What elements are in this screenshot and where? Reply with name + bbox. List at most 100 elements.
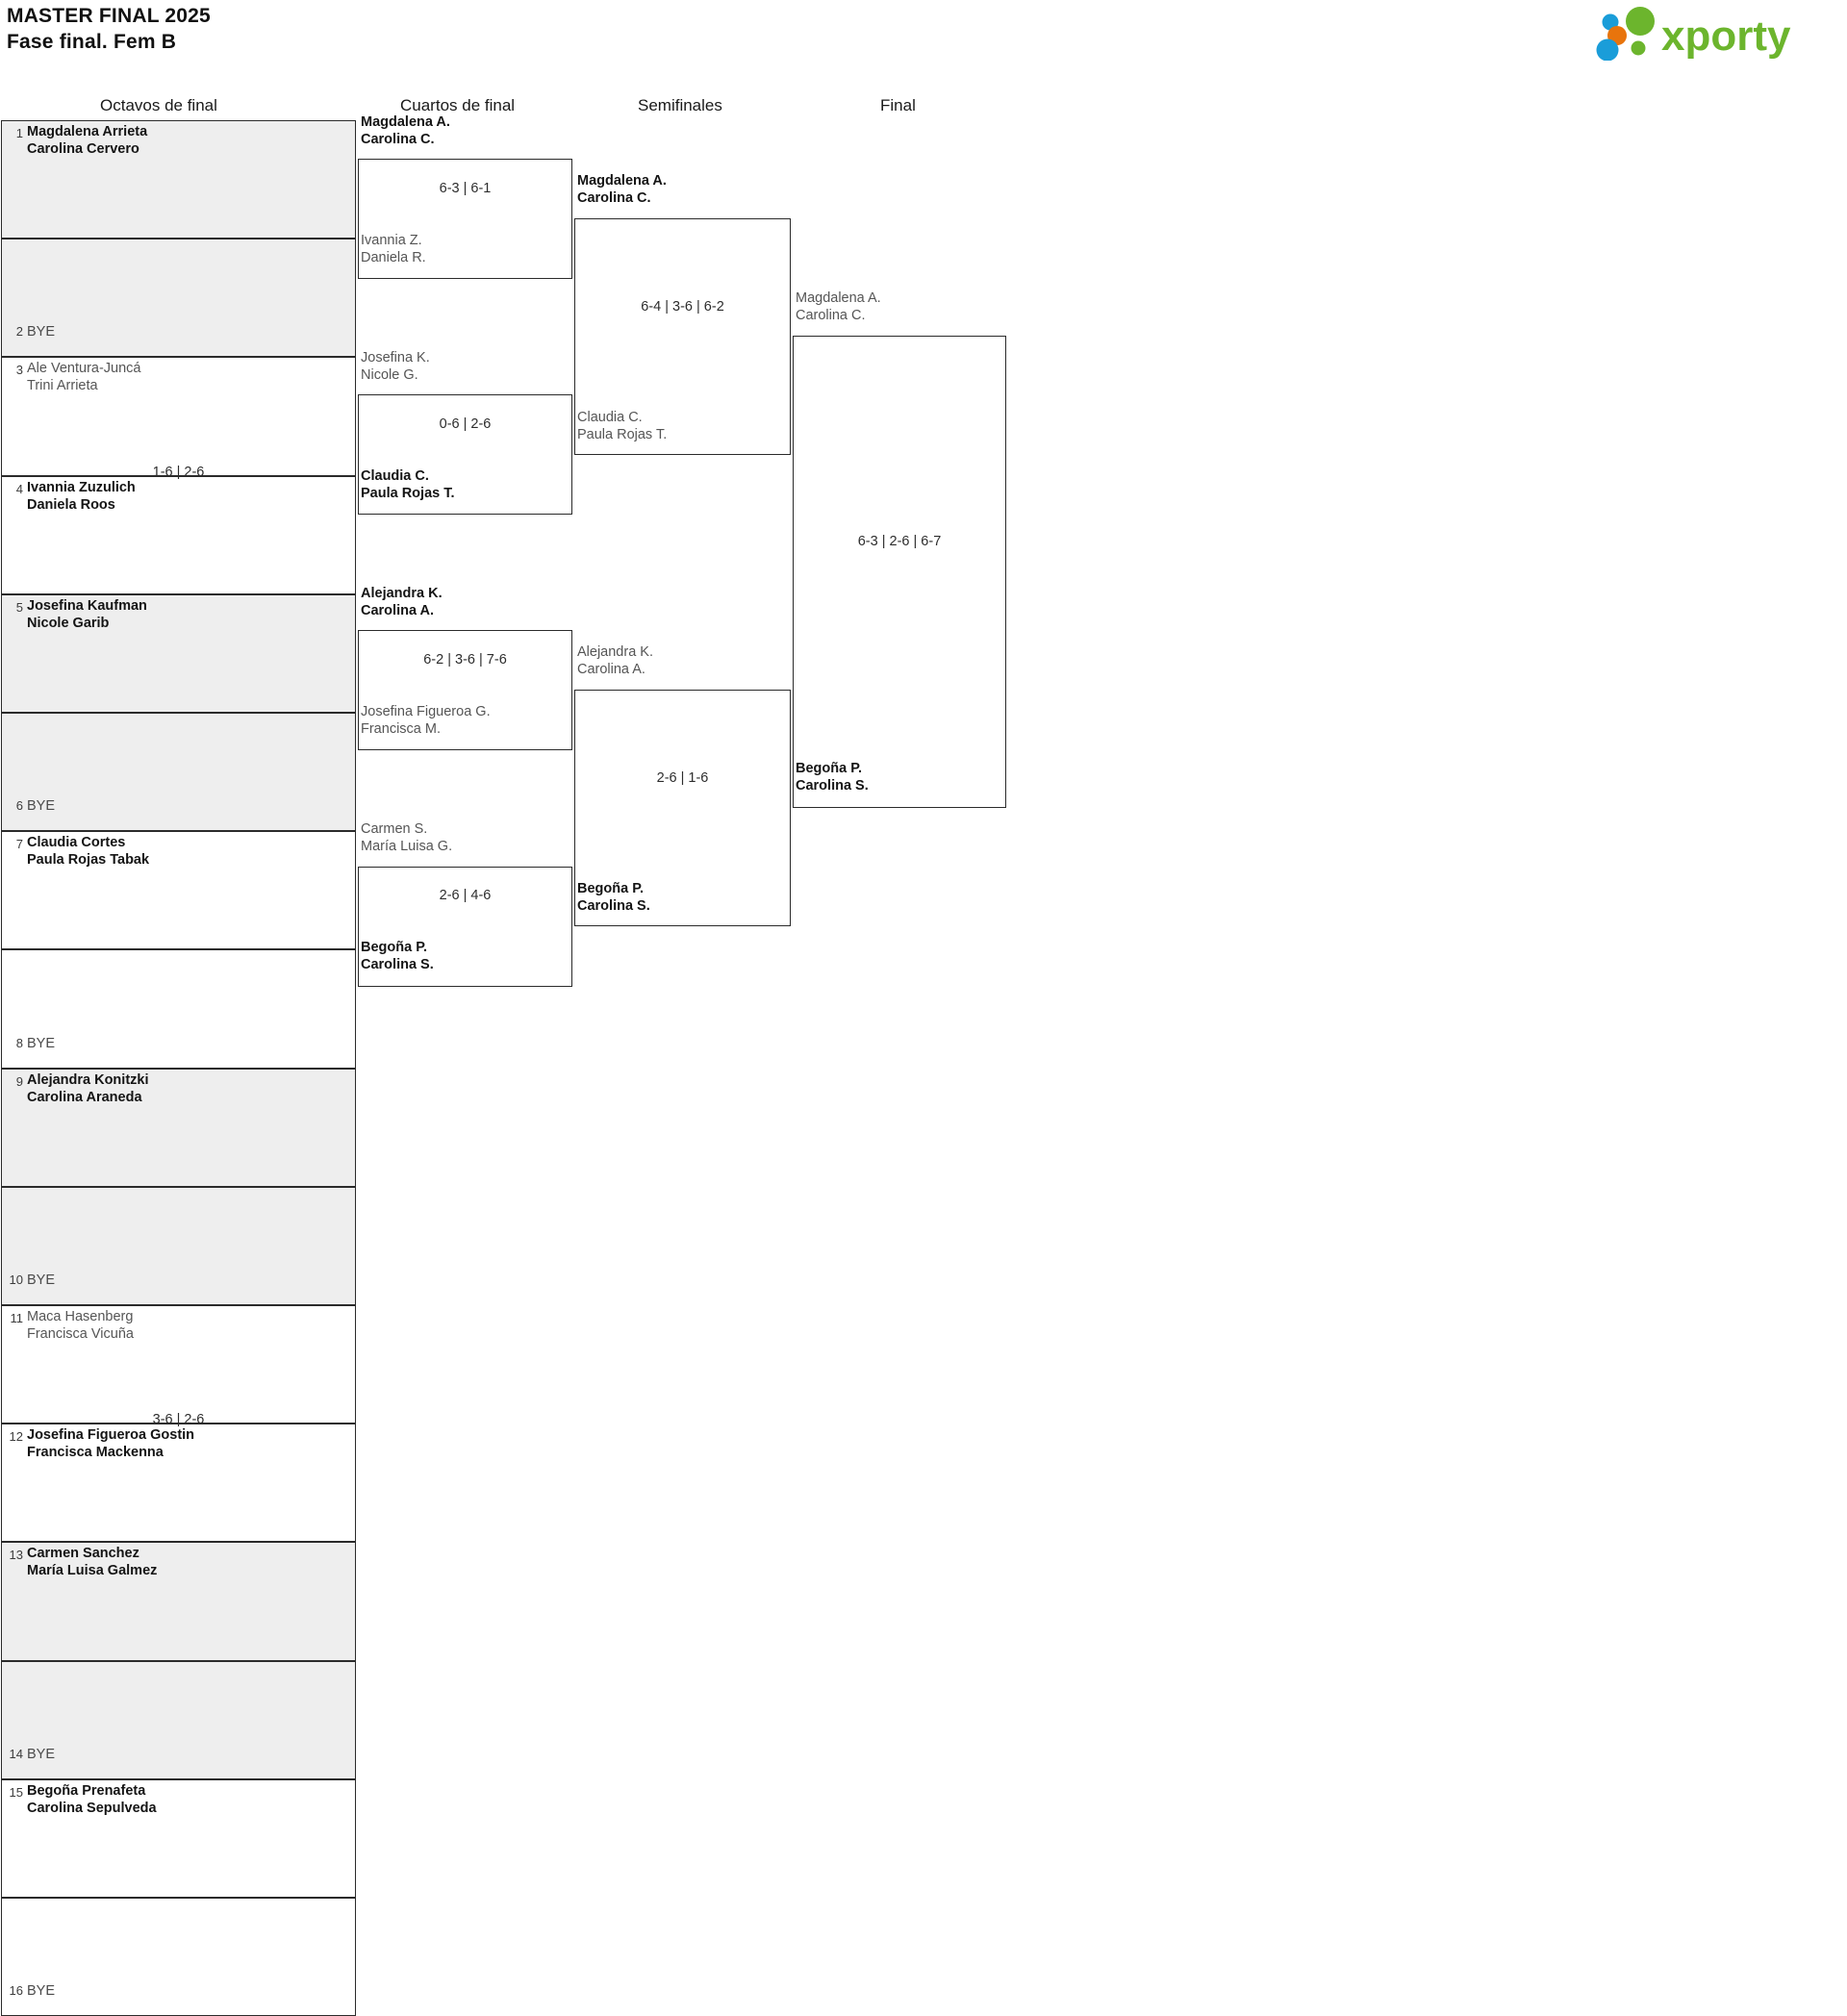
quarterfinal-1-top-line2: Carolina C.: [361, 132, 435, 147]
round1-slot-4[interactable]: [1, 475, 356, 594]
player-line2-3: Trini Arrieta: [27, 378, 98, 394]
player-line1-12: Josefina Figueroa Gostin: [27, 1427, 195, 1444]
quarterfinal-4-score: 2-6 | 4-6: [439, 888, 492, 903]
seed-number-5: 5: [15, 599, 23, 615]
round1-slot-5[interactable]: [1, 593, 356, 713]
quarterfinal-1-top-line1: Magdalena A.: [361, 114, 450, 130]
bye-label-16: BYE: [27, 1983, 56, 2000]
quarterfinal-1-bottom-line1: Ivannia Z.: [361, 233, 422, 248]
quarterfinal-1-score: 6-3 | 6-1: [439, 181, 492, 196]
player-line1-1: Magdalena Arrieta: [27, 124, 148, 139]
quarterfinal-1-box[interactable]: [358, 159, 572, 279]
player-line2-9: Carolina Araneda: [27, 1089, 142, 1105]
round1-slot-7[interactable]: [1, 831, 356, 950]
semifinal-1-top-line1: Magdalena A.: [577, 173, 667, 189]
player-line1-11: Maca Hasenberg: [27, 1309, 134, 1324]
bye-label-14: BYE: [27, 1746, 56, 1762]
player-line2-7: Paula Rojas Tabak: [27, 852, 150, 869]
bye-label-6: BYE: [27, 798, 56, 815]
xporty-logo[interactable]: xporty: [1594, 7, 1834, 61]
round-title-cuartos: Cuartos de final: [400, 96, 516, 114]
final-match-top-line1: Magdalena A.: [796, 290, 881, 306]
player-line1-3: Ale Ventura-Juncá: [27, 361, 141, 377]
quarterfinal-1-bottom-line2: Daniela R.: [361, 250, 426, 265]
round-title-octavos: Octavos de final: [100, 96, 217, 114]
round1-slot-10[interactable]: [1, 1186, 356, 1305]
quarterfinal-2-top-line1: Josefina K.: [361, 350, 430, 365]
semifinal-1-top-line2: Carolina C.: [577, 190, 651, 206]
semifinal-1-box[interactable]: [574, 218, 791, 455]
logo-dots-icon: [1596, 7, 1655, 61]
quarterfinal-4-bottom-line2: Carolina S.: [361, 957, 434, 972]
seed-number-2: 2: [15, 324, 23, 340]
semifinal-2-box[interactable]: [574, 690, 791, 926]
final-match-top-line2: Carolina C.: [796, 308, 866, 323]
final-match-score: 6-3 | 2-6 | 6-7: [857, 534, 942, 549]
bye-label-8: BYE: [27, 1035, 56, 1051]
seed-number-3: 3: [15, 363, 23, 378]
quarterfinal-2-bottom-line2: Paula Rojas T.: [361, 486, 455, 501]
quarterfinal-3-top-line2: Carolina A.: [361, 603, 435, 618]
seed-number-6: 6: [15, 798, 23, 814]
player-line1-9: Alejandra Konitzki: [27, 1071, 149, 1088]
quarterfinal-4-box[interactable]: [358, 867, 572, 987]
round1-slot-9[interactable]: [1, 1068, 356, 1187]
quarterfinal-4-bottom-line1: Begoña P.: [361, 940, 428, 955]
semifinal-2-bottom-line2: Carolina S.: [577, 898, 650, 914]
final-match-bottom-line1: Begoña P.: [796, 761, 863, 776]
seed-number-11: 11: [10, 1311, 24, 1325]
page-subtitle: Fase final. Fem B: [7, 31, 177, 53]
seed-number-14: 14: [9, 1746, 23, 1761]
quarterfinal-2-bottom-line1: Claudia C.: [361, 468, 429, 484]
seed-number-4: 4: [15, 481, 23, 496]
round-title-semifinales: Semifinales: [638, 96, 722, 114]
semifinal-2-score: 2-6 | 1-6: [656, 770, 709, 786]
round1-slot-2[interactable]: [1, 239, 356, 358]
quarterfinal-2-score: 0-6 | 2-6: [439, 416, 492, 432]
player-line1-4: Ivannia Zuzulich: [27, 479, 136, 495]
seed-number-10: 10: [9, 1273, 23, 1287]
player-line1-7: Claudia Cortes: [27, 835, 126, 851]
seed-number-8: 8: [15, 1035, 23, 1050]
player-line1-15: Begoña Prenafeta: [27, 1782, 146, 1799]
player-line1-13: Carmen Sanchez: [27, 1546, 139, 1562]
logo-wordmark: xporty: [1661, 13, 1791, 60]
semifinal-1-score: 6-4 | 3-6 | 6-2: [641, 299, 724, 315]
player-line2-11: Francisca Vicuña: [27, 1326, 134, 1342]
quarterfinal-3-box[interactable]: [358, 630, 572, 750]
quarterfinal-3-bottom-line1: Josefina Figueroa G.: [361, 704, 491, 719]
final-match-bottom-line2: Carolina S.: [796, 778, 869, 794]
seed-number-1: 1: [15, 126, 23, 140]
seed-number-13: 13: [9, 1548, 23, 1563]
round1-score-6: 3-6 | 2-6: [152, 1412, 205, 1428]
quarterfinal-2-top-line2: Nicole G.: [361, 367, 418, 383]
round1-slot-1[interactable]: [1, 120, 356, 239]
page-header: MASTER FINAL 2025 Fase final. Fem B: [7, 4, 211, 55]
semifinal-1-bottom-line2: Paula Rojas T.: [577, 427, 668, 442]
round-title-final: Final: [880, 96, 916, 114]
quarterfinal-3-score: 6-2 | 3-6 | 7-6: [423, 652, 507, 668]
bye-label-10: BYE: [27, 1273, 56, 1288]
player-line2-5: Nicole Garib: [27, 615, 110, 631]
quarterfinal-3-bottom-line2: Francisca M.: [361, 721, 441, 737]
quarterfinal-4-top-line1: Carmen S.: [361, 821, 428, 837]
semifinal-2-bottom-line1: Begoña P.: [577, 881, 645, 896]
player-line2-4: Daniela Roos: [27, 496, 115, 513]
semifinal-1-bottom-line1: Claudia C.: [577, 410, 643, 425]
seed-number-12: 12: [9, 1429, 23, 1445]
round1-slot-3[interactable]: [1, 357, 356, 476]
player-line2-1: Carolina Cervero: [27, 141, 139, 157]
seed-number-16: 16: [9, 1983, 23, 1999]
seed-number-7: 7: [15, 837, 23, 852]
player-line2-13: María Luisa Galmez: [27, 1563, 158, 1579]
round1-slot-8[interactable]: [1, 949, 356, 1069]
player-line1-5: Josefina Kaufman: [27, 597, 147, 614]
final-match-box[interactable]: [793, 336, 1006, 808]
quarterfinal-2-box[interactable]: [358, 394, 572, 515]
quarterfinal-3-top-line1: Alejandra K.: [361, 586, 443, 601]
quarterfinal-4-top-line2: María Luisa G.: [361, 839, 453, 854]
bye-label-2: BYE: [27, 324, 56, 340]
page-title: MASTER FINAL 2025: [7, 5, 211, 27]
round1-slot-6[interactable]: [1, 713, 356, 832]
